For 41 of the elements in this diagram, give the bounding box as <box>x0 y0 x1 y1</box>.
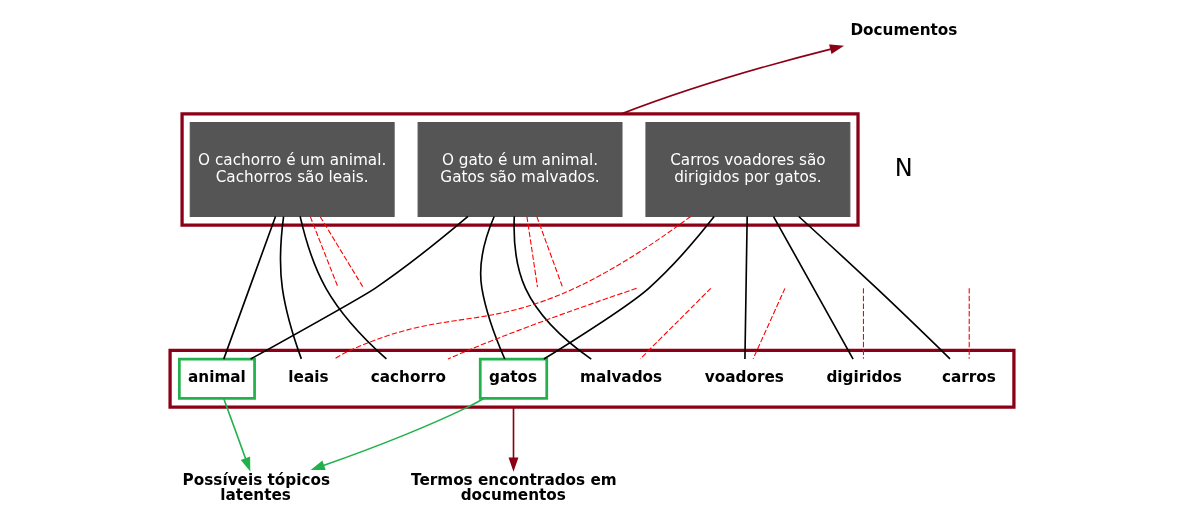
connector <box>279 215 303 360</box>
connector <box>772 215 854 360</box>
connector <box>752 287 786 360</box>
connector <box>797 215 951 360</box>
connector <box>309 216 339 288</box>
node-box: animal <box>178 357 256 400</box>
arrow <box>620 44 845 115</box>
arrow <box>223 397 251 472</box>
connector <box>333 215 692 360</box>
node-text: carros <box>941 367 996 386</box>
connector <box>526 216 538 288</box>
connector <box>299 215 388 360</box>
connector <box>862 287 864 360</box>
node-text: Possíveis tópicos latentes <box>182 470 331 505</box>
connector <box>639 287 712 360</box>
connector <box>968 287 970 360</box>
node-box: Carros voadores são dirigidos por gatos. <box>645 122 851 217</box>
node-box: O gato é um animal. Gatos são malvados. <box>417 122 623 217</box>
node-box: gatos <box>478 357 549 400</box>
arrow <box>310 397 485 470</box>
node-text: cachorro <box>370 367 446 386</box>
connector <box>479 215 506 360</box>
connector <box>249 215 469 360</box>
node-text: voadores <box>704 367 784 386</box>
node-text: leais <box>288 367 329 386</box>
connector <box>222 215 277 360</box>
connector <box>319 216 364 288</box>
node-text: Termos encontrados em documentos <box>411 470 617 505</box>
connector <box>447 287 638 360</box>
cluster <box>180 112 860 227</box>
connector <box>744 215 748 360</box>
connector <box>543 215 715 360</box>
node-text: Documentos <box>850 21 958 40</box>
node-text: digiridos <box>826 367 902 386</box>
node-text: malvados <box>580 367 663 386</box>
cluster <box>168 348 1016 409</box>
connector <box>536 216 564 288</box>
node-box: O cachorro é um animal. Cachorros são leais. <box>189 122 395 217</box>
arrow <box>508 406 519 472</box>
connector <box>513 215 593 360</box>
label: N <box>894 153 913 182</box>
